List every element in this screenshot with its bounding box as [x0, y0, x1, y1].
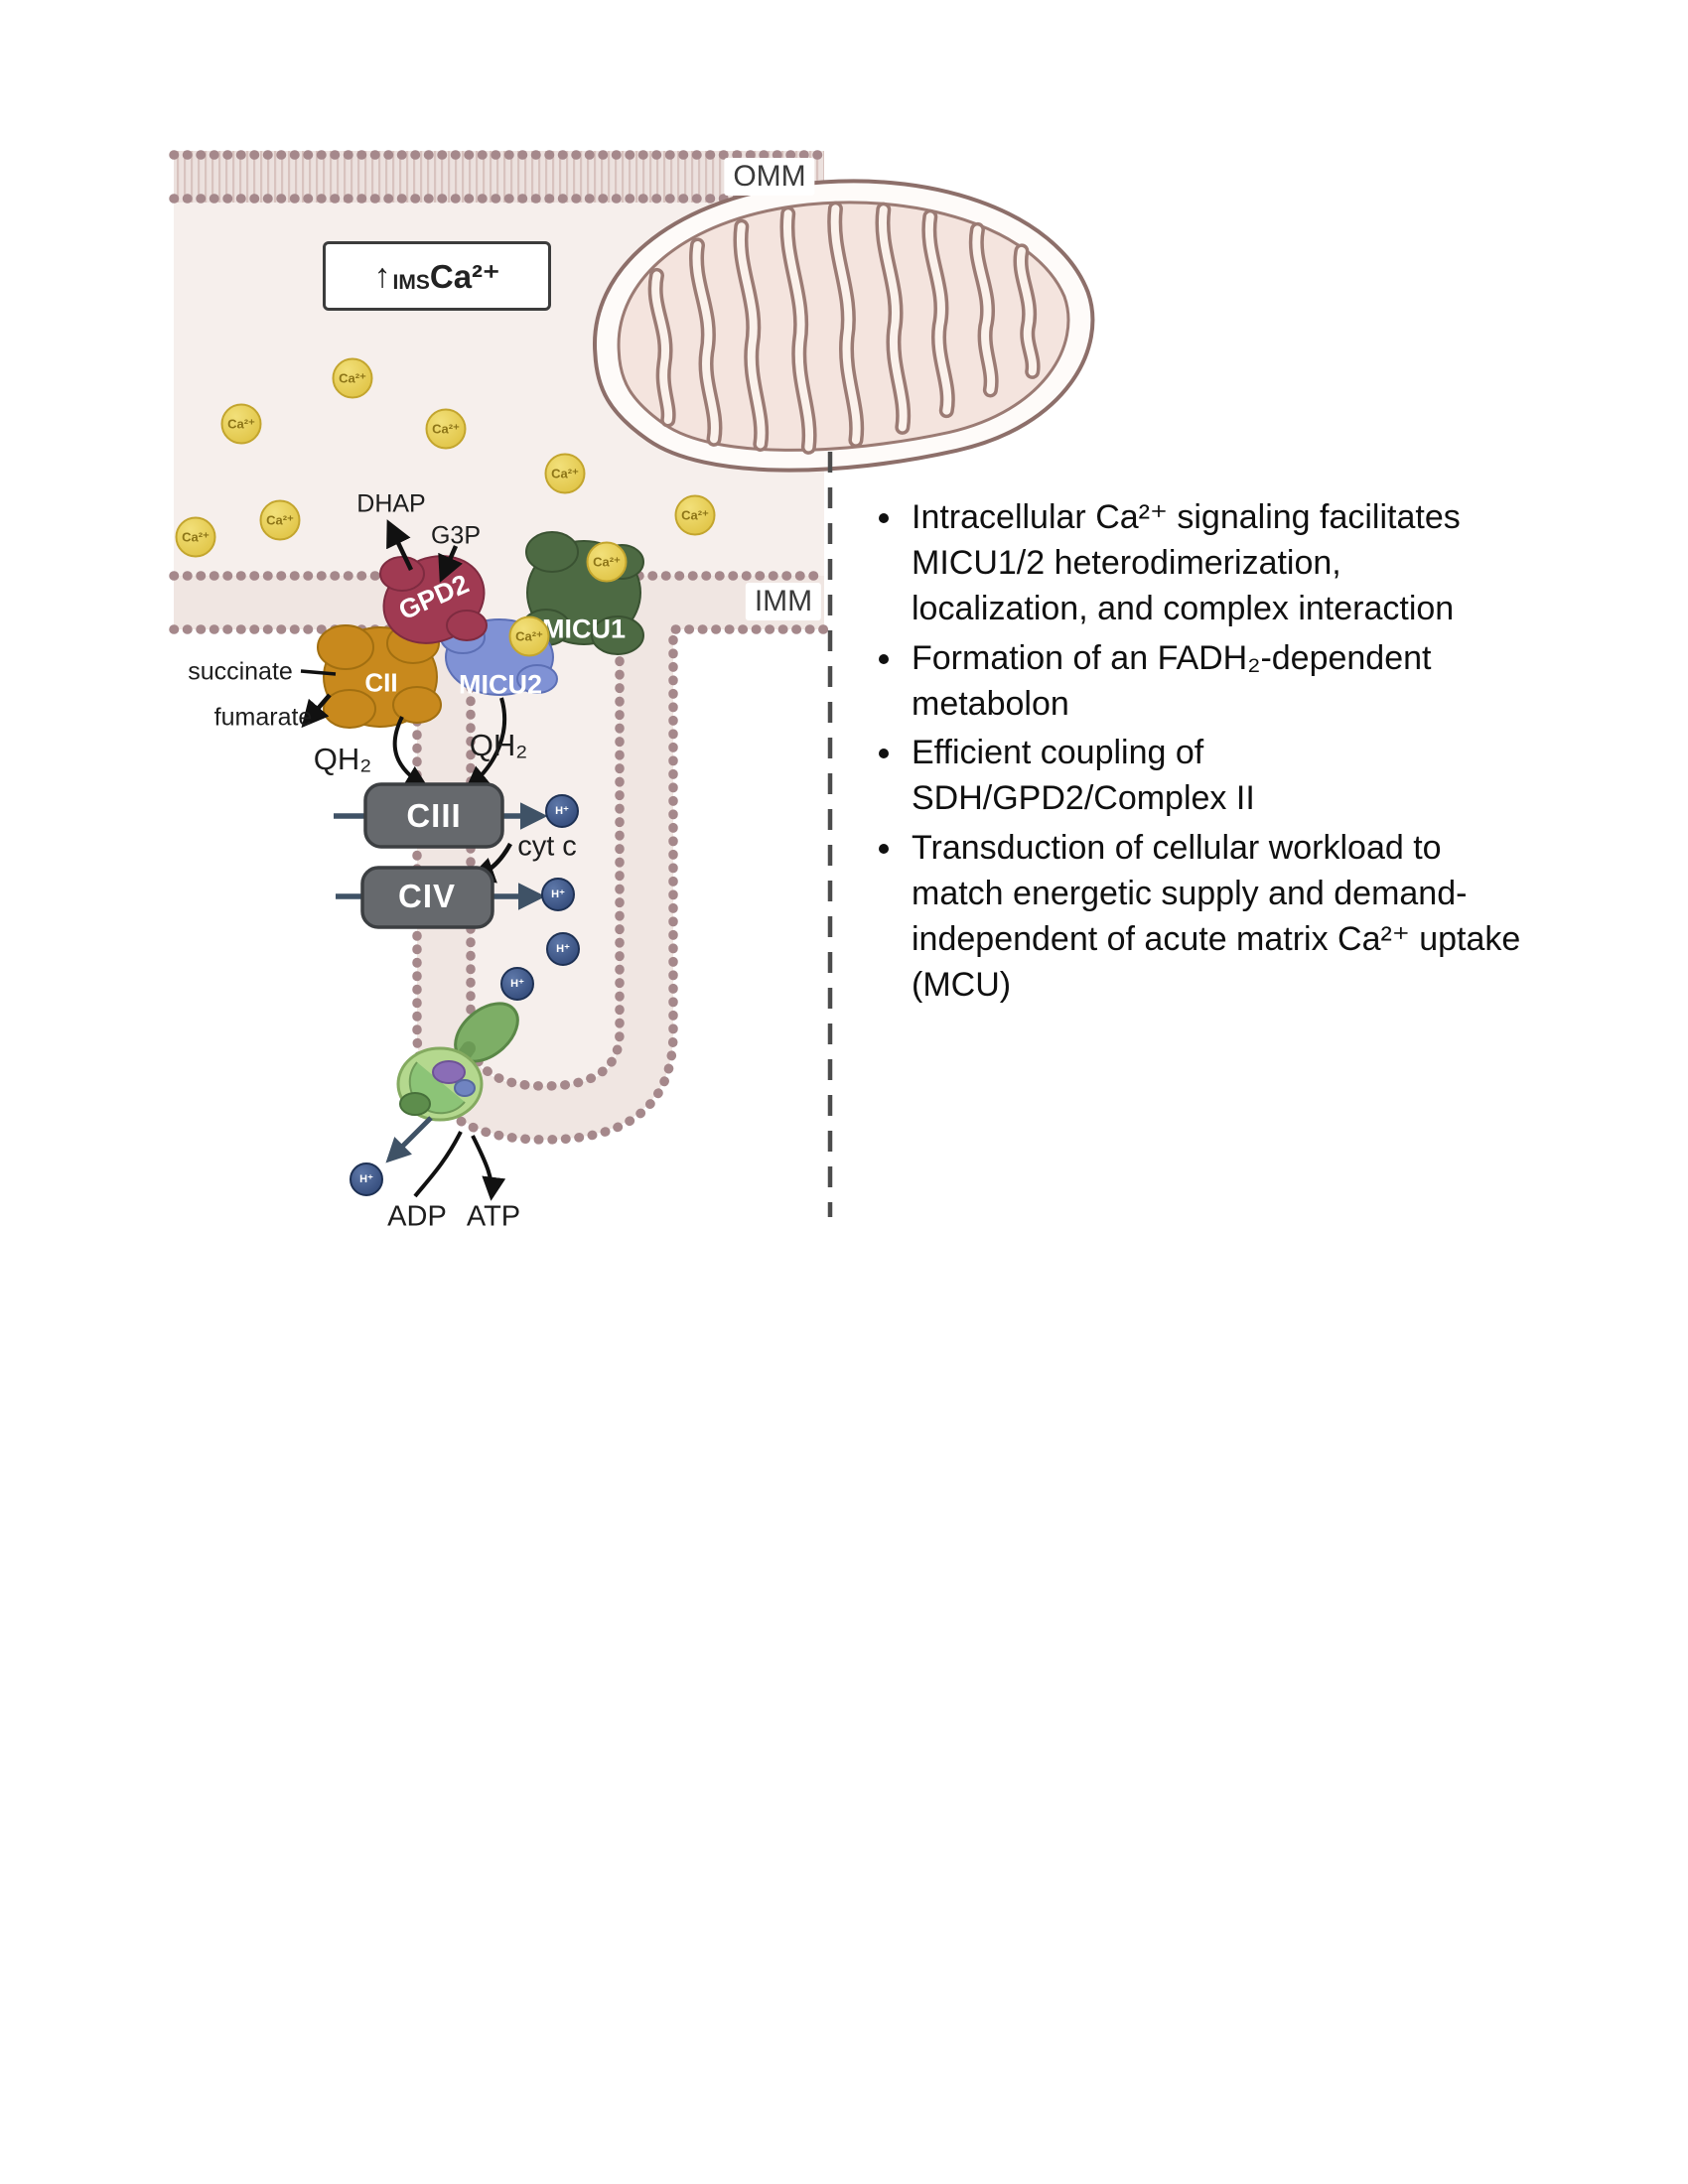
- up-arrow-icon: ↑: [373, 256, 391, 295]
- ca-ion: Ca²⁺: [586, 541, 628, 583]
- ca-ion: Ca²⁺: [175, 516, 216, 558]
- ca-ion: Ca²⁺: [220, 403, 262, 445]
- outer-membrane: [169, 150, 829, 204]
- h-ion: H⁺: [541, 878, 575, 911]
- cristae-fill: [651, 205, 1038, 452]
- h-ion: H⁺: [546, 932, 580, 966]
- bullet-item: Transduction of cellular workload to mat…: [906, 825, 1525, 1009]
- omm-label: OMM: [724, 158, 815, 196]
- adp-line: [413, 1131, 463, 1198]
- atp-label: ATP: [466, 1200, 521, 1233]
- bullet-item: Formation of an FADH₂-dependent metabolo…: [906, 635, 1525, 727]
- ims-ca-text: Ca²⁺: [429, 257, 500, 295]
- fumarate-label: fumarate: [213, 703, 313, 732]
- synthase-proton-arrow: [385, 1116, 433, 1163]
- summary-bullets: Intracellular Ca²⁺ signaling facilitates…: [862, 494, 1525, 1012]
- h-ion: H⁺: [500, 967, 534, 1001]
- ims-ca-increase-box: ↑ IMS Ca²⁺: [323, 241, 551, 311]
- dhap-label: DHAP: [356, 489, 426, 518]
- qh2-left-arrow: [392, 716, 430, 789]
- imm-label: IMM: [745, 583, 822, 620]
- atp-synthase: [396, 1002, 519, 1122]
- mitochondrion-illustration: [593, 179, 1095, 473]
- cii-label: CII: [364, 667, 398, 698]
- protein-cii: [317, 622, 442, 729]
- ims-subscript: IMS: [392, 271, 430, 294]
- ca-ion: Ca²⁺: [332, 357, 373, 399]
- ca-ion: Ca²⁺: [674, 494, 716, 536]
- ca-ion: Ca²⁺: [259, 499, 301, 541]
- micu2-label: MICU2: [458, 669, 543, 700]
- succinate-label: succinate: [188, 657, 293, 686]
- ca-ion: Ca²⁺: [425, 408, 467, 450]
- cytc-label: cyt c: [517, 830, 577, 863]
- qh2-left-label: QH₂: [313, 742, 372, 776]
- succinate-line: [300, 669, 337, 676]
- qh2-right-label: QH₂: [469, 728, 528, 762]
- atp-arrow: [471, 1135, 506, 1201]
- ciii-label: CIII: [406, 797, 462, 834]
- h-ion: H⁺: [545, 794, 579, 828]
- ca-ion: Ca²⁺: [544, 453, 586, 494]
- dhap-arrow: [386, 519, 414, 571]
- adp-label: ADP: [387, 1200, 447, 1233]
- protein-ciii-box: [363, 782, 504, 849]
- fumarate-arrow: [301, 693, 332, 729]
- qh2-right-arrow: [465, 697, 507, 791]
- civ-label: CIV: [397, 878, 457, 914]
- micu1-label: MICU1: [541, 614, 627, 644]
- g3p-arrow: [438, 545, 464, 583]
- h-ion: H⁺: [350, 1162, 383, 1196]
- bullet-item: Intracellular Ca²⁺ signaling facilitates…: [906, 494, 1525, 632]
- bullet-item: Efficient coupling of SDH/GPD2/Complex I…: [906, 730, 1525, 821]
- protein-civ-box: [360, 866, 494, 929]
- g3p-label: G3P: [430, 521, 482, 550]
- ca-ion: Ca²⁺: [508, 615, 550, 657]
